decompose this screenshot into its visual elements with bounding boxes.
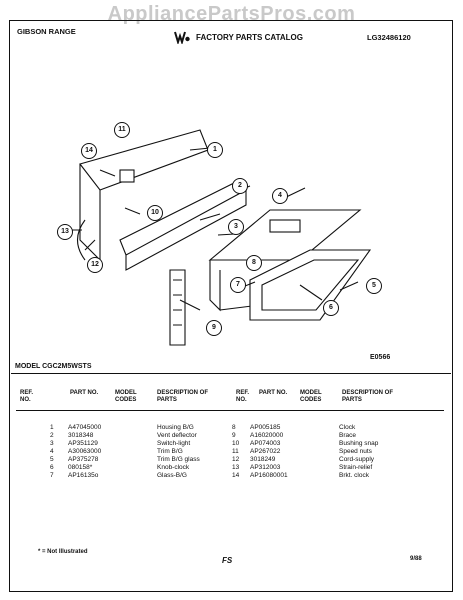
part-number: AP16080001 xyxy=(250,472,288,479)
part-number: AP267022 xyxy=(250,448,281,455)
callout-14: 14 xyxy=(81,143,97,159)
ref-number: 7 xyxy=(50,472,54,479)
brand-label: GIBSON RANGE xyxy=(17,27,76,36)
ref-number: 13 xyxy=(232,464,240,471)
header-part-right: PART NO. xyxy=(259,390,288,396)
part-description: Trim B/G glass xyxy=(157,456,200,463)
header-ref-right: REF. NO. xyxy=(236,390,250,403)
part-description: Brkt. clock xyxy=(339,472,369,479)
part-number: A47045000 xyxy=(68,424,102,431)
part-description: Bushing snap xyxy=(339,440,379,447)
part-description: Clock xyxy=(339,424,356,431)
footer-date: 9/88 xyxy=(410,556,422,562)
callout-11: 11 xyxy=(114,122,130,138)
part-number: AP312003 xyxy=(250,464,281,471)
ref-number: 8 xyxy=(232,424,236,431)
ref-number: 3 xyxy=(50,440,54,447)
callout-10: 10 xyxy=(147,205,163,221)
part-description: Trim B/G xyxy=(157,448,183,455)
ref-number: 10 xyxy=(232,440,240,447)
callout-9: 9 xyxy=(206,320,222,336)
header-ref-left: REF. NO. xyxy=(20,390,34,403)
footnote: * = Not Illustrated xyxy=(38,549,88,555)
header-underline xyxy=(16,410,444,411)
callout-6: 6 xyxy=(323,300,339,316)
part-description: Knob-clock xyxy=(157,464,190,471)
table-top-rule xyxy=(11,373,451,374)
document-number: LG32486120 xyxy=(367,33,411,42)
model-line: MODEL CGC2M5WSTS xyxy=(15,363,92,370)
part-description: Glass-B/G xyxy=(157,472,187,479)
watermark: AppliancePartsPros.com xyxy=(107,3,356,25)
ref-number: 6 xyxy=(50,464,54,471)
part-description: Brace xyxy=(339,432,356,439)
ref-number: 14 xyxy=(232,472,240,479)
header-model-right: MODEL CODES xyxy=(300,390,322,403)
part-number: 080158* xyxy=(68,464,93,471)
ref-number: 11 xyxy=(232,448,239,455)
part-description: Cord-supply xyxy=(339,456,375,463)
part-number: AP005185 xyxy=(250,424,281,431)
callout-8: 8 xyxy=(246,255,262,271)
page-frame xyxy=(9,20,453,592)
ref-number: 1 xyxy=(50,424,54,431)
drawing-code: E0566 xyxy=(370,354,391,361)
header-part-left: PART NO. xyxy=(70,390,99,396)
part-number: A30063000 xyxy=(68,448,102,455)
part-description: Strain-relief xyxy=(339,464,373,471)
callout-7: 7 xyxy=(230,277,246,293)
callout-3: 3 xyxy=(228,219,244,235)
part-description: Vent deflector xyxy=(157,432,197,439)
ref-number: 9 xyxy=(232,432,236,439)
part-number: AP074003 xyxy=(250,440,281,447)
callout-13: 13 xyxy=(57,224,73,240)
ref-number: 4 xyxy=(50,448,54,455)
parts-diagram xyxy=(70,129,372,346)
footer-center-mark: FS xyxy=(222,556,233,565)
ref-number: 2 xyxy=(50,432,54,439)
header-model-left: MODEL CODES xyxy=(115,390,137,403)
header-desc-right: DESCRIPTION OF PARTS xyxy=(342,390,394,403)
part-description: Switch-light xyxy=(157,440,191,447)
part-number: A16020000 xyxy=(250,432,284,439)
header-desc-left: DESCRIPTION OF PARTS xyxy=(157,390,209,403)
callout-2: 2 xyxy=(232,178,248,194)
part-description: Speed nuts xyxy=(339,448,372,455)
wci-logo-icon xyxy=(174,31,190,44)
callout-12: 12 xyxy=(87,257,103,273)
callout-4: 4 xyxy=(272,188,288,204)
part-number: AP375278 xyxy=(68,456,99,463)
part-number: 3018348 xyxy=(68,432,94,439)
callout-5: 5 xyxy=(366,278,382,294)
ref-number: 12 xyxy=(232,456,240,463)
part-number: AP351129 xyxy=(68,440,98,447)
ref-number: 5 xyxy=(50,456,54,463)
part-number: AP16135o xyxy=(68,472,99,479)
callout-1: 1 xyxy=(207,142,223,158)
part-description: Housing B/G xyxy=(157,424,194,431)
part-number: 3018249 xyxy=(250,456,276,463)
catalog-title: FACTORY PARTS CATALOG xyxy=(196,33,303,42)
